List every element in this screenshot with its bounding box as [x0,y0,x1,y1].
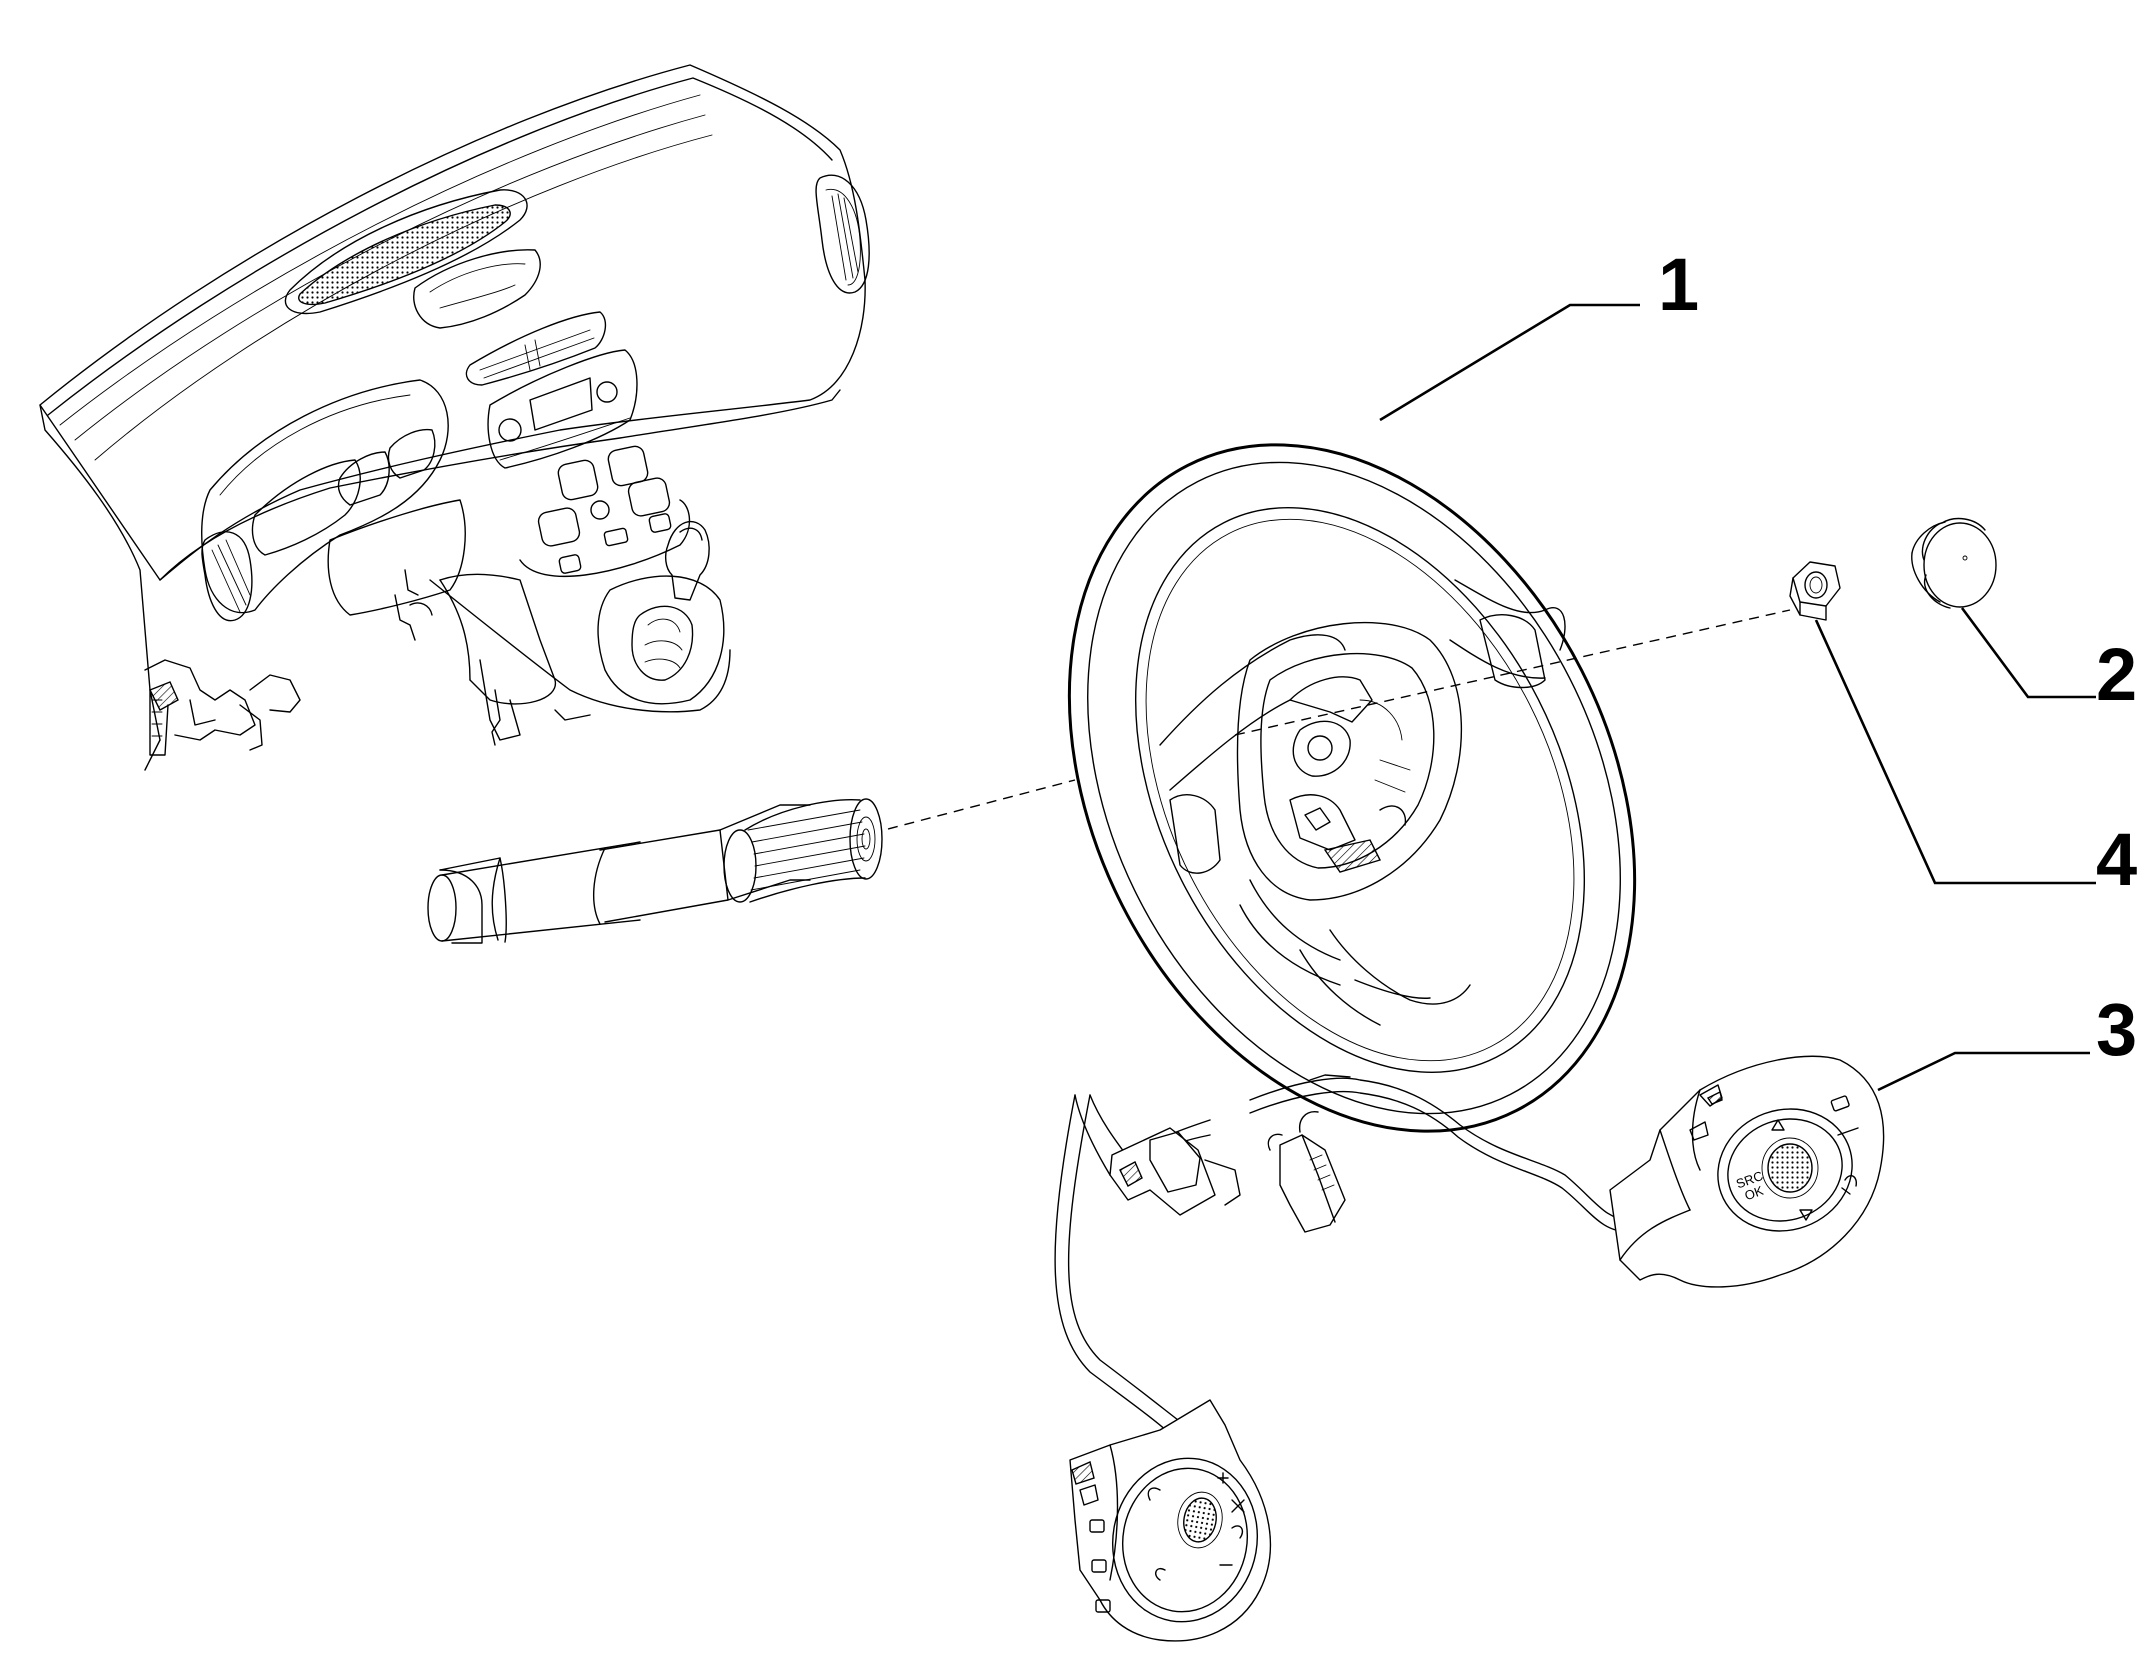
horn-cap [1911,517,1997,609]
callout-3: 3 [2096,988,2137,1071]
steering-column-shaft [427,798,883,944]
src-ok-line-2: OK [1743,1183,1766,1204]
callout-leaders [1379,303,2096,1092]
leader-4 [1814,619,2096,885]
dashboard-illustration [39,64,870,771]
src-ok-label: SRC OK [1734,1167,1773,1205]
assembly-axis-line-2 [1234,609,1791,736]
hex-nut [1789,561,1841,621]
assembly-axis-line [887,779,1076,830]
leader-2 [1960,607,2096,699]
steering-wheel [1067,443,1637,1133]
callout-1: 1 [1658,243,1699,326]
callout-4: 4 [2096,818,2137,901]
steering-wheel-controls-wiring: SRC OK [1054,1055,1885,1642]
leader-3 [1877,1051,2090,1092]
leader-1 [1379,303,1640,422]
callout-labels: 1 2 4 3 [1658,243,2137,1071]
callout-2: 2 [2096,633,2137,716]
